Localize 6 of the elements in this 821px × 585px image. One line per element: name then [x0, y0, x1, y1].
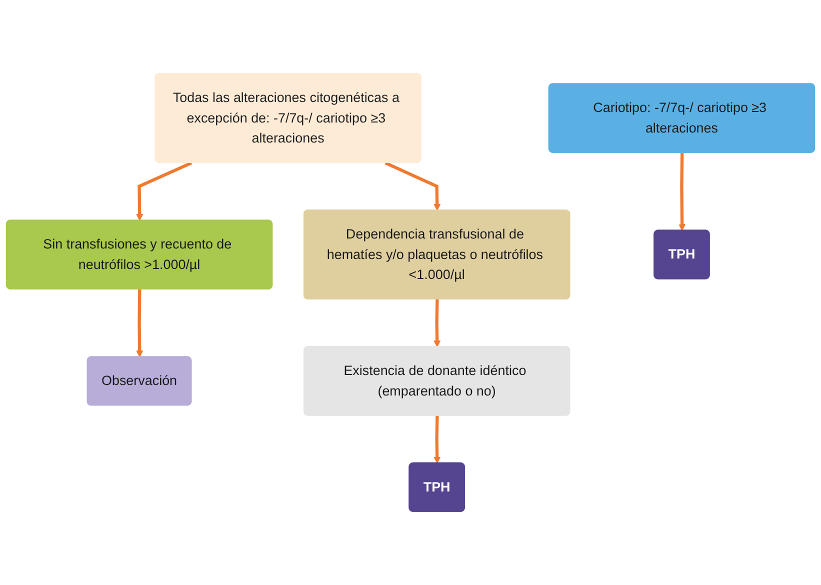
arrow: [136, 161, 192, 221]
arrow: [136, 289, 144, 358]
arrow: [384, 161, 441, 211]
arrow: [434, 416, 441, 464]
arrow: [434, 299, 441, 348]
arrow: [678, 152, 686, 231]
